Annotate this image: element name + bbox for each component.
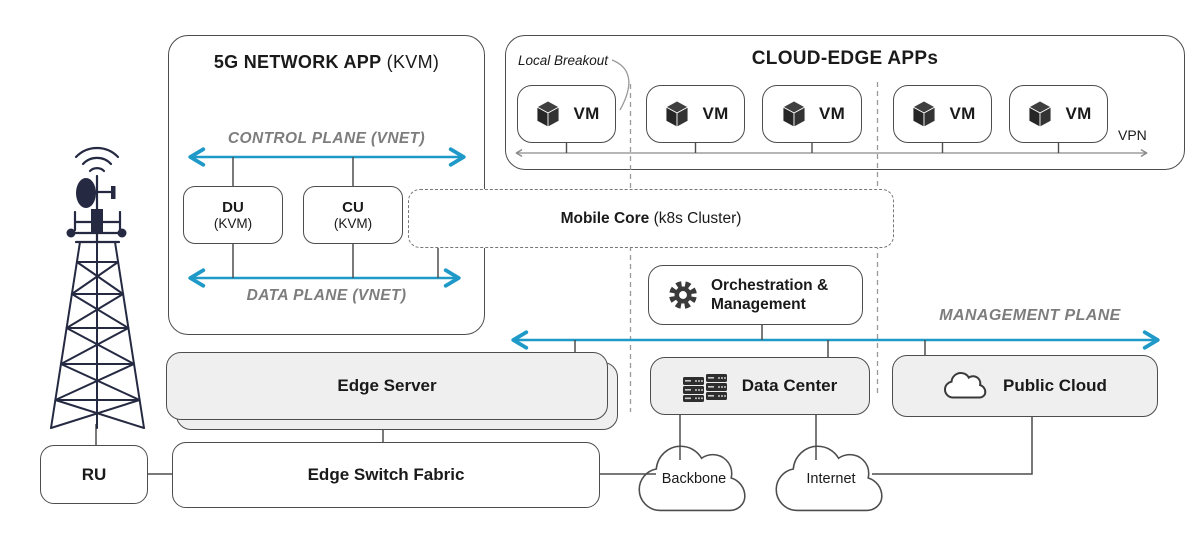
vm-node-4: VM — [893, 85, 992, 143]
cu-type: (KVM) — [333, 216, 373, 231]
5g-app-title-suffix: (KVM) — [381, 52, 440, 72]
du-label: DU — [222, 199, 244, 216]
edge-server-node: Edge Server — [166, 352, 608, 420]
vm-cube-icon — [536, 100, 560, 128]
ru-label: RU — [81, 464, 107, 484]
vm-label: VM — [949, 104, 976, 123]
data-center-label: Data Center — [741, 376, 838, 395]
cell-tower-icon — [50, 146, 145, 429]
vm-node-3: VM — [762, 85, 862, 143]
public-cloud-node: Public Cloud — [892, 355, 1158, 417]
edge-switch-fabric-node: Edge Switch Fabric — [172, 442, 600, 508]
backbone-label: Backbone — [661, 471, 727, 487]
orchestration-label-line2: Management — [711, 296, 806, 313]
5g-app-title: 5G NETWORK APP (KVM) — [168, 52, 485, 73]
vm-node-2: VM — [646, 85, 745, 143]
server-rack-icon — [682, 374, 727, 402]
ru-node: RU — [40, 445, 148, 504]
management-plane-label: MANAGEMENT PLANE — [939, 307, 1121, 324]
public-cloud-label: Public Cloud — [1003, 376, 1107, 395]
cloud-connectors — [600, 415, 1033, 475]
vm-label: VM — [818, 104, 846, 123]
gear-icon — [669, 281, 697, 309]
vm-node-5: VM — [1009, 85, 1108, 143]
mobile-core-type: (k8s Cluster) — [649, 209, 742, 227]
cloud-icon — [944, 371, 987, 399]
edge-server-label: Edge Server — [337, 376, 437, 395]
cu-node: CU (KVM) — [303, 186, 403, 244]
vm-node-1: VM — [517, 85, 616, 143]
vm-cube-icon — [912, 100, 936, 128]
cloud-edge-title: CLOUD-EDGE APPs — [751, 48, 939, 69]
local-breakout-label: Local Breakout — [518, 53, 609, 68]
vm-label: VM — [573, 104, 600, 123]
vm-cube-icon — [665, 100, 689, 128]
vm-cube-icon — [1028, 100, 1052, 128]
data-center-node: Data Center — [650, 357, 870, 415]
mobile-core-node: Mobile Core (k8s Cluster) — [408, 189, 894, 248]
orchestration-label-line1: Orchestration & — [711, 276, 829, 294]
vm-label: VM — [702, 104, 729, 123]
edge-switch-fabric-label: Edge Switch Fabric — [307, 465, 465, 484]
vpn-label: VPN — [1118, 127, 1147, 143]
mobile-core-label: Mobile Core — [560, 209, 650, 227]
internet-label: Internet — [806, 471, 856, 487]
vm-cube-icon — [782, 100, 806, 128]
vm-label: VM — [1065, 104, 1092, 123]
cu-label: CU — [342, 199, 364, 216]
du-type: (KVM) — [213, 216, 253, 231]
control-plane-label: CONTROL PLANE (VNET) — [227, 130, 426, 147]
data-plane-label: DATA PLANE (VNET) — [246, 287, 407, 304]
orchestration-node: Orchestration & Management — [648, 265, 863, 325]
du-node: DU (KVM) — [183, 186, 283, 244]
5g-app-title-bold: 5G NETWORK APP — [213, 52, 382, 72]
